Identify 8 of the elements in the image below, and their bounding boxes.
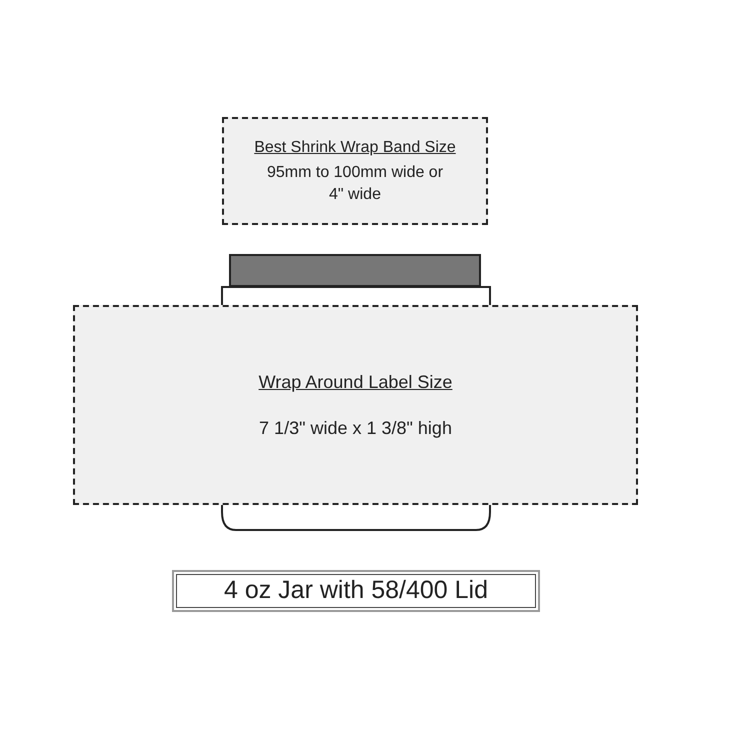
heading: Wrap Around Label Size xyxy=(258,370,452,394)
caption-box xyxy=(172,570,540,612)
heading: Best Shrink Wrap Band Size xyxy=(254,138,456,158)
label-area-box xyxy=(73,305,638,505)
dimension-box xyxy=(222,117,488,225)
dimension-text: 7 1/3" wide x 1 3/8" high xyxy=(259,417,452,440)
caption-text: 4 oz Jar with 58/400 Lid xyxy=(224,575,488,606)
dimension-text: 95mm to 100mm wide or 4" wide xyxy=(266,163,444,205)
